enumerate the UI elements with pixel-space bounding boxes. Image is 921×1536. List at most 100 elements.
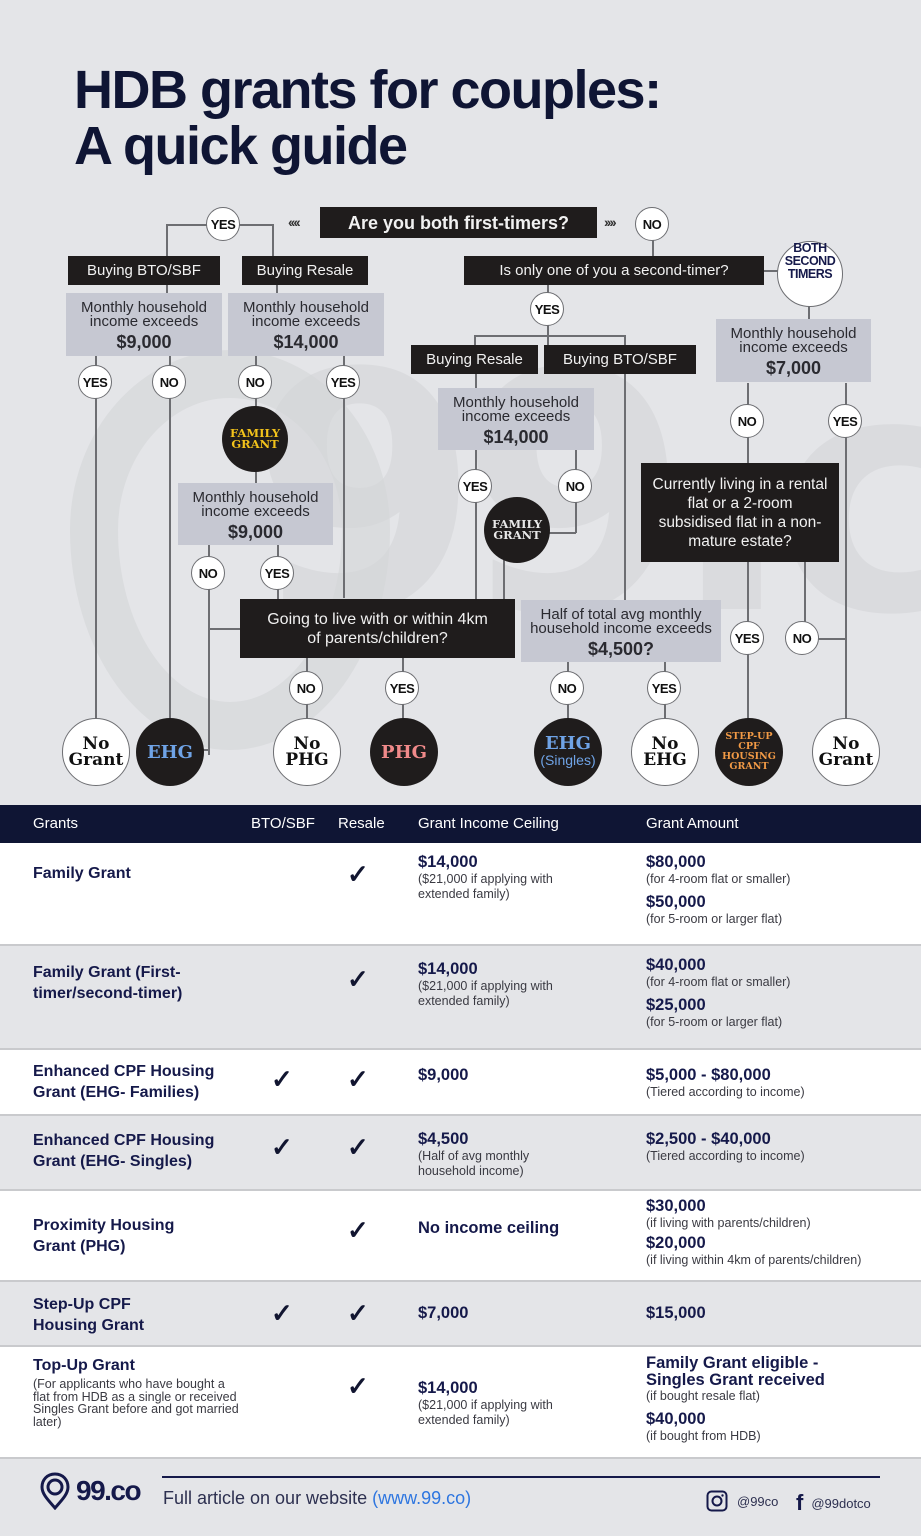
no-grant-outcome-2: No Grant xyxy=(812,718,880,786)
no-grant-outcome-1: No Grant xyxy=(62,718,130,786)
grants-table: Grants BTO/SBF Resale Grant Income Ceili… xyxy=(0,805,921,1459)
table-row: Enhanced CPF Housing Grant (EHG- Singles… xyxy=(0,1116,921,1191)
phg-outcome: PHG xyxy=(370,718,438,786)
grant-name: Top-Up Grant (For applicants who have bo… xyxy=(33,1357,239,1429)
resale-check-icon: ✓ xyxy=(347,1371,369,1401)
rental-flat-question: Currently living in a rental flat or a 2… xyxy=(641,463,839,562)
title-line-1: HDB grants for couples: xyxy=(74,60,662,120)
resale-check-icon: ✓ xyxy=(347,859,369,889)
page-title: HDB grants for couples: A quick guide xyxy=(74,60,662,176)
resale-check-icon: ✓ xyxy=(347,1215,369,1245)
resale-income-box: Monthly household income exceeds $14,000 xyxy=(228,293,384,356)
bto-check-icon: ✓ xyxy=(271,1064,293,1094)
flowchart: 99.c YES ‹‹‹‹ Are you both first-timers?… xyxy=(62,207,880,786)
income-ceiling: $4,500 (Half of avg monthly household in… xyxy=(418,1130,530,1178)
instagram-link[interactable]: @99co xyxy=(706,1490,778,1512)
grant-name: Family Grant (First-timer/second-timer) xyxy=(33,964,183,1002)
arrow-left-icon: ‹‹‹‹ xyxy=(288,214,301,230)
header-grant-amount: Grant Amount xyxy=(646,815,739,832)
buying-resale-label: Buying Resale xyxy=(242,256,368,285)
rental-yes-badge: YES xyxy=(730,621,764,655)
singles-no-badge: NO xyxy=(550,671,584,705)
brand-logo[interactable]: 99.co xyxy=(40,1472,142,1510)
rental-no-badge: NO xyxy=(785,621,819,655)
brand-name: 99.co xyxy=(76,1475,142,1506)
resale-check-icon: ✓ xyxy=(347,964,369,994)
table-row: Top-Up Grant (For applicants who have bo… xyxy=(0,1347,921,1459)
second-income-yes-badge: YES xyxy=(260,556,294,590)
resale-check-icon: ✓ xyxy=(347,1064,369,1094)
first-timers-yes-badge: YES xyxy=(206,207,240,241)
table-row: Enhanced CPF Housing Grant (EHG- Familie… xyxy=(0,1050,921,1116)
second-income-no-badge: NO xyxy=(191,556,225,590)
income-ceiling: $14,000 ($21,000 if applying with extend… xyxy=(418,853,553,901)
table-header: Grants BTO/SBF Resale Grant Income Ceili… xyxy=(0,805,921,843)
singles-income-box: Half of total avg monthly household inco… xyxy=(521,600,721,662)
grant-name: Step-Up CPF Housing Grant xyxy=(33,1296,145,1334)
table-row: Family Grant ✓ $14,000 ($21,000 if apply… xyxy=(0,843,921,946)
resale-check-icon: ✓ xyxy=(347,1132,369,1162)
bto-check-icon: ✓ xyxy=(271,1298,293,1328)
no-ehg-outcome: No EHG xyxy=(631,718,699,786)
grant-amount: Family Grant eligible - Singles Grant re… xyxy=(646,1354,825,1444)
second-resale-no-badge: NO xyxy=(558,469,592,503)
header-resale: Resale xyxy=(338,815,385,832)
grant-amount: $2,500 - $40,000 (Tiered according to in… xyxy=(646,1130,805,1163)
proximity-no-badge: NO xyxy=(289,671,323,705)
ehg-singles-outcome: EHG (Singles) xyxy=(534,718,602,786)
bto-income-box: Monthly household income exceeds $9,000 xyxy=(66,293,222,356)
arrow-right-icon: ›››› xyxy=(604,214,617,230)
footer: 99.co Full article on our website (www.9… xyxy=(0,1460,921,1536)
grant-amount: $5,000 - $80,000 (Tiered according to in… xyxy=(646,1066,805,1099)
step-up-grant-outcome: STEP-UP CPF HOUSING GRANT xyxy=(715,718,783,786)
grant-name: Family Grant xyxy=(33,865,131,882)
website-link[interactable]: (www.99.co) xyxy=(372,1488,472,1508)
watermark-pin-icon xyxy=(70,350,390,750)
resale-check-icon: ✓ xyxy=(347,1298,369,1328)
buying-bto-label: Buying BTO/SBF xyxy=(68,256,220,285)
facebook-icon: f xyxy=(796,1490,804,1515)
both-second-no-badge: NO xyxy=(730,404,764,438)
title-line-2: A quick guide xyxy=(74,116,408,176)
table-row: Step-Up CPF Housing Grant ✓ ✓ $7,000 $15… xyxy=(0,1282,921,1347)
ehg-outcome: EHG xyxy=(136,718,204,786)
bto-check-icon: ✓ xyxy=(271,1132,293,1162)
grant-amount: $80,000 (for 4-room flat or smaller) $50… xyxy=(646,853,791,926)
header-bto: BTO/SBF xyxy=(251,815,315,832)
footer-divider xyxy=(162,1476,880,1478)
income-ceiling: $14,000 ($21,000 if applying with extend… xyxy=(418,1379,553,1427)
singles-yes-badge: YES xyxy=(647,671,681,705)
second-buying-resale-label: Buying Resale xyxy=(411,345,538,374)
no-phg-outcome: No PHG xyxy=(273,718,341,786)
both-second-timers-badge: BOTH SECOND TIMERS xyxy=(777,241,843,307)
grant-name: Proximity Housing Grant (PHG) xyxy=(33,1217,175,1255)
income-ceiling: $14,000 ($21,000 if applying with extend… xyxy=(418,960,553,1008)
both-second-income-box: Monthly household income exceeds $7,000 xyxy=(716,319,871,382)
instagram-icon xyxy=(706,1490,728,1512)
table-row: Proximity Housing Grant (PHG) ✓ No incom… xyxy=(0,1191,921,1282)
article-promo: Full article on our website (www.99.co) xyxy=(163,1488,472,1508)
bto-income-no-badge: NO xyxy=(152,365,186,399)
second-income-box: Monthly household income exceeds $9,000 xyxy=(178,483,333,545)
income-ceiling: No income ceiling xyxy=(418,1219,560,1237)
header-grants: Grants xyxy=(33,815,79,832)
grant-amount: $40,000 (for 4-room flat or smaller) $25… xyxy=(646,956,791,1029)
resale-income-no-badge: NO xyxy=(238,365,272,399)
table-row: Family Grant (First-timer/second-timer) … xyxy=(0,946,921,1050)
income-ceiling: $9,000 xyxy=(418,1066,469,1084)
both-second-yes-badge: YES xyxy=(828,404,862,438)
first-timers-no-badge: NO xyxy=(635,207,669,241)
location-pin-icon xyxy=(40,1472,70,1510)
grant-amount: $15,000 xyxy=(646,1304,706,1322)
second-family-grant-outcome: FAMILY GRANT xyxy=(484,497,550,563)
start-question: Are you both first-timers? xyxy=(320,207,597,238)
facebook-link[interactable]: f @99dotco xyxy=(796,1490,871,1515)
resale-income-yes-badge: YES xyxy=(326,365,360,399)
grant-amount: $30,000 (if living with parents/children… xyxy=(646,1197,862,1267)
family-grant-outcome: FAMILY GRANT xyxy=(222,406,288,472)
proximity-yes-badge: YES xyxy=(385,671,419,705)
header-income-ceiling: Grant Income Ceiling xyxy=(418,815,559,832)
second-buying-bto-label: Buying BTO/SBF xyxy=(544,345,696,374)
income-ceiling: $7,000 xyxy=(418,1304,469,1322)
bto-income-yes-badge: YES xyxy=(78,365,112,399)
